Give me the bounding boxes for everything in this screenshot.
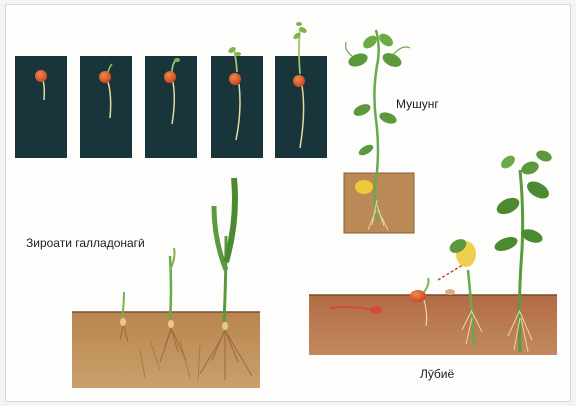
grain-crops-label: Зироати галладонагӣ (26, 236, 145, 250)
germination-stage-3 (145, 56, 197, 158)
pea-plant-icon (344, 30, 414, 233)
germination-stage-4 (211, 46, 263, 158)
pea-label: Мушунг (396, 97, 439, 111)
germination-stage-5 (275, 22, 327, 158)
germination-stage-1 (15, 56, 67, 158)
bean-label: Лӯбиё (420, 367, 454, 381)
seed-icon (35, 70, 47, 82)
germination-stage-2 (80, 56, 132, 158)
cereal-seedling-icon (72, 178, 260, 388)
